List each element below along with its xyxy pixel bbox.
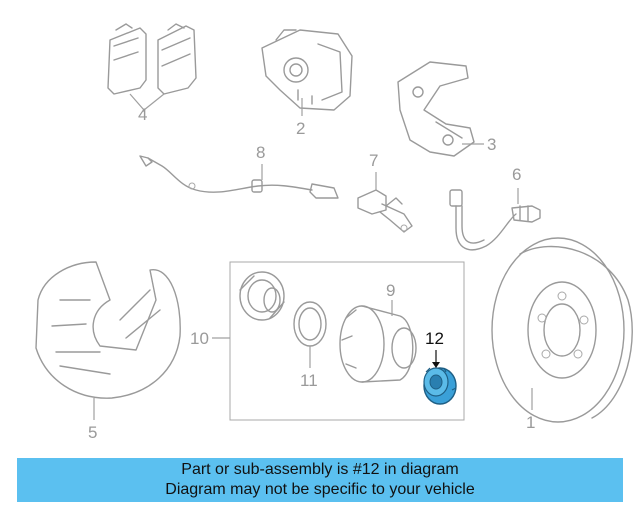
callout-6: 6 (512, 165, 521, 184)
callout-10: 10 (190, 329, 209, 348)
callout-8: 8 (256, 143, 265, 162)
callout-7: 7 (369, 151, 378, 170)
info-banner: Part or sub-assembly is #12 in diagram D… (17, 458, 623, 502)
callout-4: 4 (138, 105, 147, 124)
callout-11: 11 (300, 371, 318, 390)
callout-3: 3 (487, 135, 496, 154)
callout-5: 5 (88, 423, 97, 442)
wear-sensor-illustration (139, 155, 339, 199)
banner-line-1: Part or sub-assembly is #12 in diagram (181, 461, 459, 478)
callout-1: 1 (526, 413, 535, 432)
hub-assembly-frame (229, 261, 465, 421)
wheel-bearing-illustration (239, 271, 285, 321)
wheel-hub-illustration (339, 305, 417, 383)
banner-line-2: Diagram may not be specific to your vehi… (165, 481, 475, 498)
brake-hose-illustration (449, 189, 541, 251)
abs-sensor-illustration (357, 189, 413, 233)
brake-pads-illustration (107, 23, 197, 95)
callout-12: 12 (425, 329, 444, 348)
splash-shield-illustration (35, 261, 181, 399)
callout-2: 2 (296, 119, 305, 138)
hub-nut-illustration (423, 367, 457, 405)
callout-9: 9 (386, 281, 395, 300)
brake-rotor-illustration (491, 237, 633, 423)
caliper-illustration (261, 29, 353, 111)
snap-ring-illustration (293, 301, 327, 347)
caliper-bracket-illustration (397, 61, 475, 157)
